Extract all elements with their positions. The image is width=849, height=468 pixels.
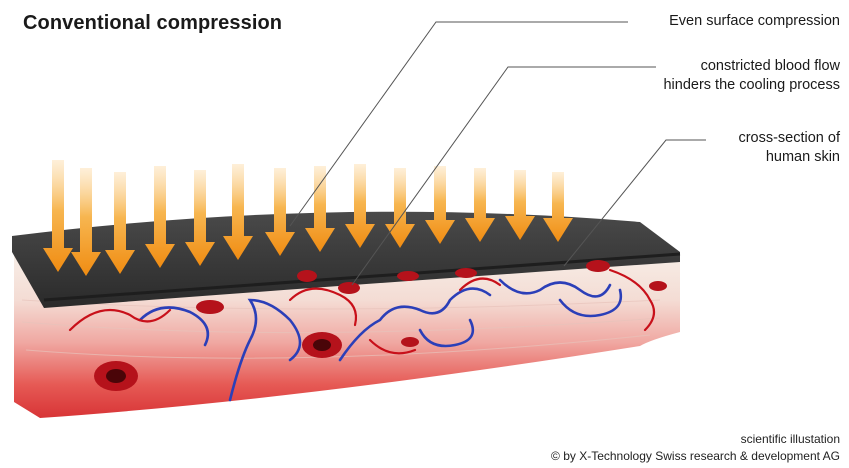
credit-line-2: © by X-Technology Swiss research & devel… — [551, 448, 840, 465]
credit-block: scientific illustation © by X-Technology… — [551, 431, 840, 465]
leader-even-surface — [290, 22, 628, 226]
credit-line-1: scientific illustation — [551, 431, 840, 448]
